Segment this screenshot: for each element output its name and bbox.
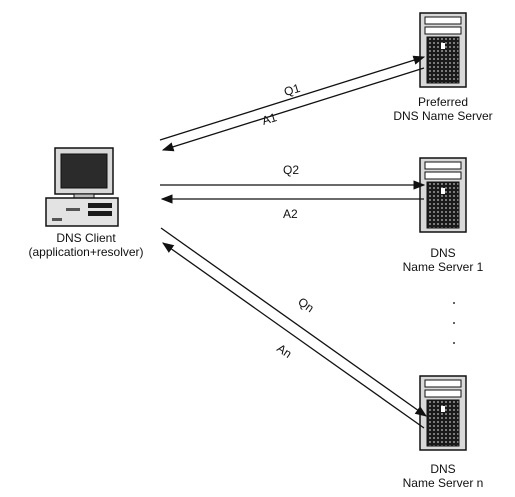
ellipsis-dot <box>453 302 455 304</box>
server-tower-icon <box>419 375 467 451</box>
message-a2: A2 <box>283 207 298 221</box>
arrow-an <box>162 242 425 429</box>
server-label-preferred: Preferred DNS Name Server <box>383 95 503 123</box>
client-label: DNS Client (application+resolver) <box>22 231 150 259</box>
server-label-n: DNS Name Server n <box>383 462 503 490</box>
arrow-a1 <box>161 67 425 152</box>
server-tower-icon <box>419 12 467 88</box>
client-name: DNS Client <box>56 231 116 245</box>
ellipsis-dot <box>453 342 455 344</box>
server-label-line2: DNS Name Server <box>393 109 493 123</box>
server-label-line1: Preferred <box>417 95 469 109</box>
server-label-line1: DNS <box>430 246 456 260</box>
server-label-line2: Name Server n <box>402 476 484 490</box>
message-q2: Q2 <box>283 163 300 177</box>
server-label-line2: Name Server 1 <box>402 260 484 274</box>
arrow-qn <box>160 227 427 417</box>
client-role: (application+resolver) <box>28 245 144 259</box>
server-label-1: DNS Name Server 1 <box>383 246 503 274</box>
server-label-line1: DNS <box>430 462 456 476</box>
ellipsis-dot <box>453 322 455 324</box>
desktop-computer-icon <box>45 147 119 227</box>
arrow-q1 <box>159 55 426 141</box>
server-tower-icon <box>419 157 467 233</box>
